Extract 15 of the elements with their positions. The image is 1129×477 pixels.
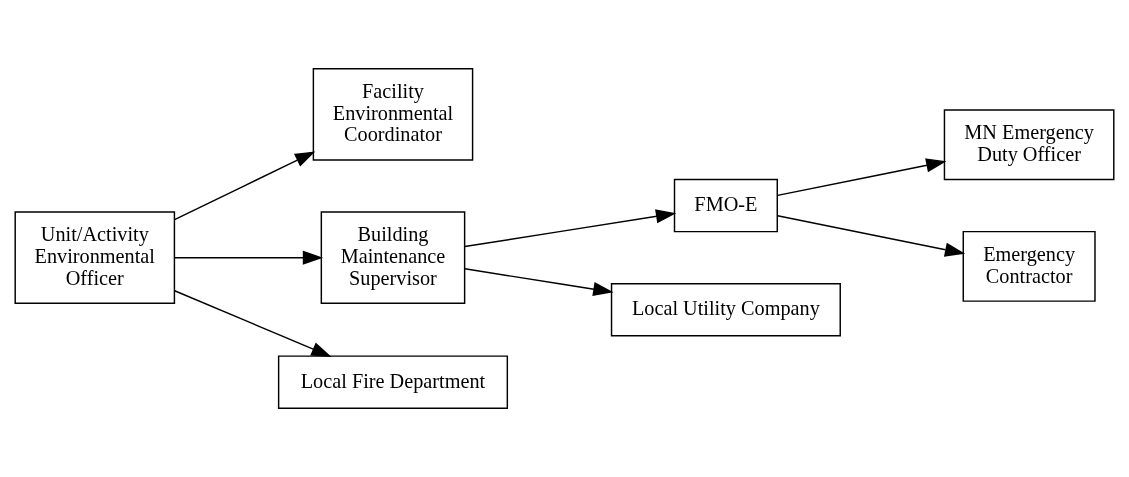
node-box: Emergency Contractor: [962, 230, 1096, 302]
node-box: FMO-E: [673, 178, 778, 233]
node-box: Facility Environmental Coordinator: [312, 68, 474, 161]
arrow: [776, 215, 966, 257]
arrow: [173, 250, 324, 265]
node-box: MN Emergency Duty Officer: [943, 109, 1115, 181]
arrow: [173, 290, 332, 357]
arrow: [173, 151, 316, 221]
arrow: [464, 209, 677, 248]
node-box: Unit/Activity Environmental Officer: [14, 211, 176, 304]
node-box: Local Utility Company: [610, 283, 841, 337]
node-box: Local Fire Department: [277, 355, 509, 409]
arrow: [464, 268, 614, 297]
node-box: Building Maintenance Supervisor: [320, 211, 466, 304]
arrow: [776, 158, 947, 197]
